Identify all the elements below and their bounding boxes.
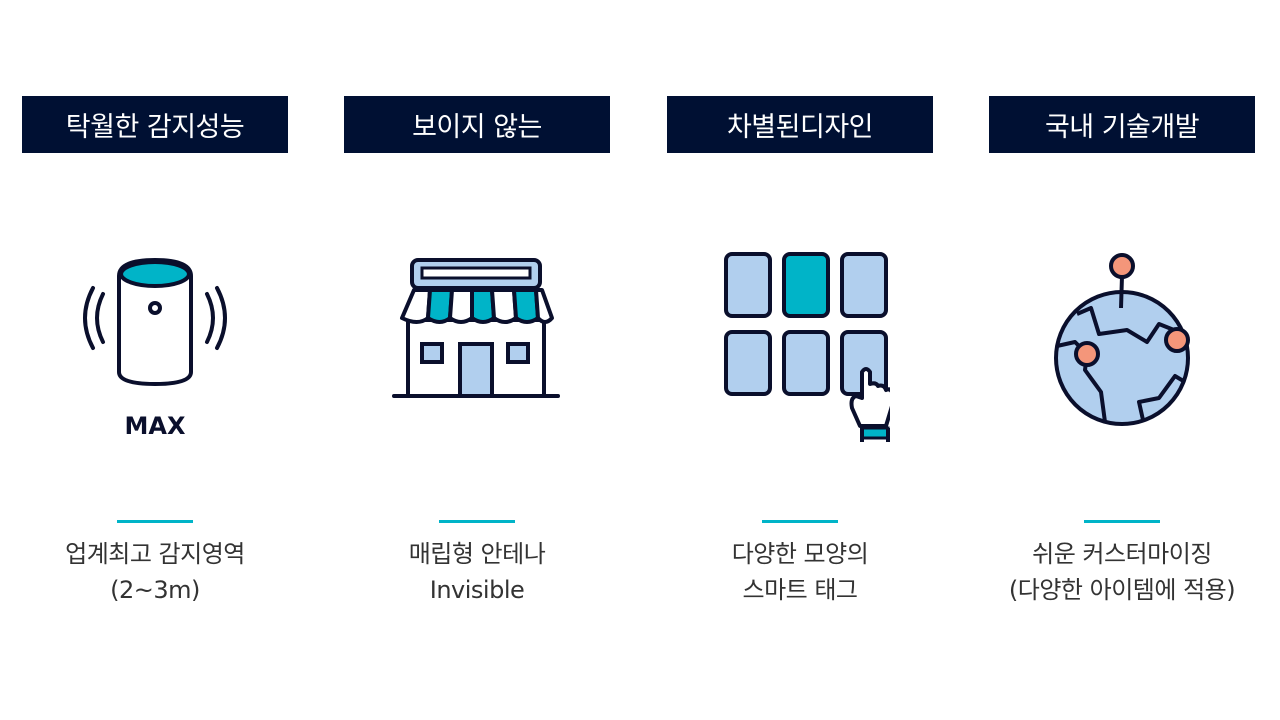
description-line-2: Invisible bbox=[429, 576, 525, 604]
feature-title: 차별된디자인 bbox=[667, 96, 933, 153]
accent-divider bbox=[117, 520, 193, 523]
sensor-icon bbox=[83, 257, 227, 386]
feature-description: 다양한 모양의 스마트 태그 bbox=[667, 536, 933, 608]
feature-description: 업계최고 감지영역 (2~3m) bbox=[22, 536, 288, 608]
feature-description: 매립형 안테나 Invisible bbox=[344, 536, 610, 608]
feature-card-invisible: 보이지 않는 매립형 안테나 Invisible bbox=[344, 96, 610, 636]
globe-icon bbox=[1054, 253, 1190, 426]
accent-divider bbox=[762, 520, 838, 523]
feature-card-sensing: 탁월한 감지성능 MAX 업계최고 감지영역 (2~3m) bbox=[22, 96, 288, 636]
feature-card-tech: 국내 기술개발 쉬운 커스터마이징 (다양한 아이템에 적용) bbox=[989, 96, 1255, 636]
description-line-1: 업계최고 감지영역 bbox=[65, 540, 245, 568]
store-icon bbox=[392, 258, 560, 398]
description-line-2: (다양한 아이템에 적용) bbox=[1008, 576, 1236, 604]
feature-title: 탁월한 감지성능 bbox=[22, 96, 288, 153]
description-line-1: 다양한 모양의 bbox=[731, 540, 869, 568]
feature-description: 쉬운 커스터마이징 (다양한 아이템에 적용) bbox=[989, 536, 1255, 608]
accent-divider bbox=[1084, 520, 1160, 523]
description-line-2: (2~3m) bbox=[110, 576, 200, 604]
max-label: MAX bbox=[124, 412, 186, 440]
description-line-1: 매립형 안테나 bbox=[408, 540, 546, 568]
description-line-1: 쉬운 커스터마이징 bbox=[1032, 540, 1212, 568]
description-line-2: 스마트 태그 bbox=[742, 576, 858, 604]
feature-card-design: 차별된디자인 다양한 모양의 스마트 태그 bbox=[667, 96, 933, 636]
accent-divider bbox=[439, 520, 515, 523]
tag-grid-icon bbox=[724, 252, 890, 442]
feature-title: 국내 기술개발 bbox=[989, 96, 1255, 153]
feature-title: 보이지 않는 bbox=[344, 96, 610, 153]
